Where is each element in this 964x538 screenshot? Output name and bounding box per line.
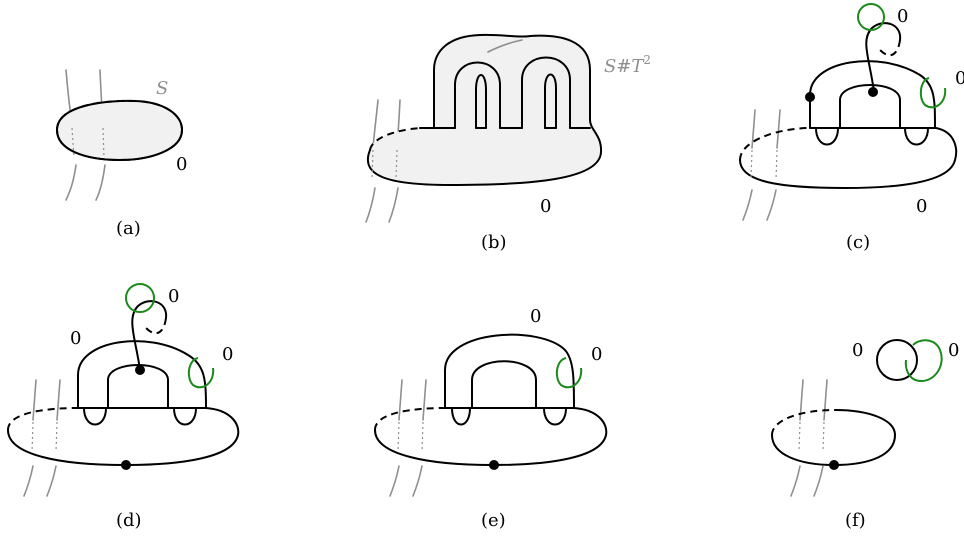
green-label-d-right: 0 [222, 344, 233, 365]
green-circle-c-top [857, 3, 885, 31]
hopf-green-label: 0 [948, 340, 959, 361]
surface-label-exponent: 2 [643, 53, 651, 67]
green-circle-e-right [555, 357, 583, 389]
panel-c: 0 0 0 (c) [739, 3, 964, 253]
green-circle-d-top [125, 283, 155, 313]
caption-a: (a) [116, 218, 141, 239]
framing-label-b: 0 [540, 196, 551, 217]
hopf-black-component [876, 339, 918, 381]
hopf-green-component [904, 339, 943, 383]
panel-f: 0 0 (f) [771, 339, 959, 531]
dot-d-bottom [121, 460, 131, 470]
panel-e: 0 0 (e) [374, 306, 608, 531]
hopf-black-label: 0 [852, 340, 863, 361]
dot-f-bottom [829, 460, 839, 470]
green-label-c-top: 0 [897, 6, 908, 27]
dot-d-center [135, 365, 145, 375]
dot-e-bottom [489, 460, 499, 470]
framing-label-e: 0 [530, 306, 541, 327]
knot-d-ellipse [7, 407, 240, 467]
caption-f: (f) [845, 510, 866, 531]
caption-d: (d) [116, 510, 142, 531]
green-label-e-right: 0 [591, 344, 602, 365]
dot-c-left [805, 92, 815, 102]
knot-b-outer [367, 33, 603, 187]
surface-label-s: S [156, 78, 168, 99]
surface-label-s-torus: S#T2 [604, 53, 651, 77]
knot-e-ellipse [374, 407, 608, 467]
panel-b: S#T2 0 (b) [365, 33, 651, 253]
framing-label-c: 0 [916, 196, 927, 217]
surface-s-torus-fill [367, 34, 602, 186]
knot-f-circle [771, 409, 897, 467]
caption-e: (e) [481, 510, 506, 531]
framing-label-d: 0 [70, 328, 81, 349]
caption-c: (c) [846, 232, 870, 253]
caption-b: (b) [481, 232, 507, 253]
panel-d: 0 0 0 (d) [7, 283, 240, 531]
green-circle-c-right [919, 77, 947, 109]
green-label-c-right: 0 [955, 68, 964, 89]
green-circle-d-right [187, 357, 215, 389]
dot-c-center [868, 87, 878, 97]
panel-a: S 0 (a) [55, 69, 187, 239]
framing-label-a: 0 [176, 154, 187, 175]
knot-circle-a [56, 129, 183, 162]
knot-c-ellipse [739, 127, 958, 190]
green-label-d-top: 0 [168, 286, 179, 307]
